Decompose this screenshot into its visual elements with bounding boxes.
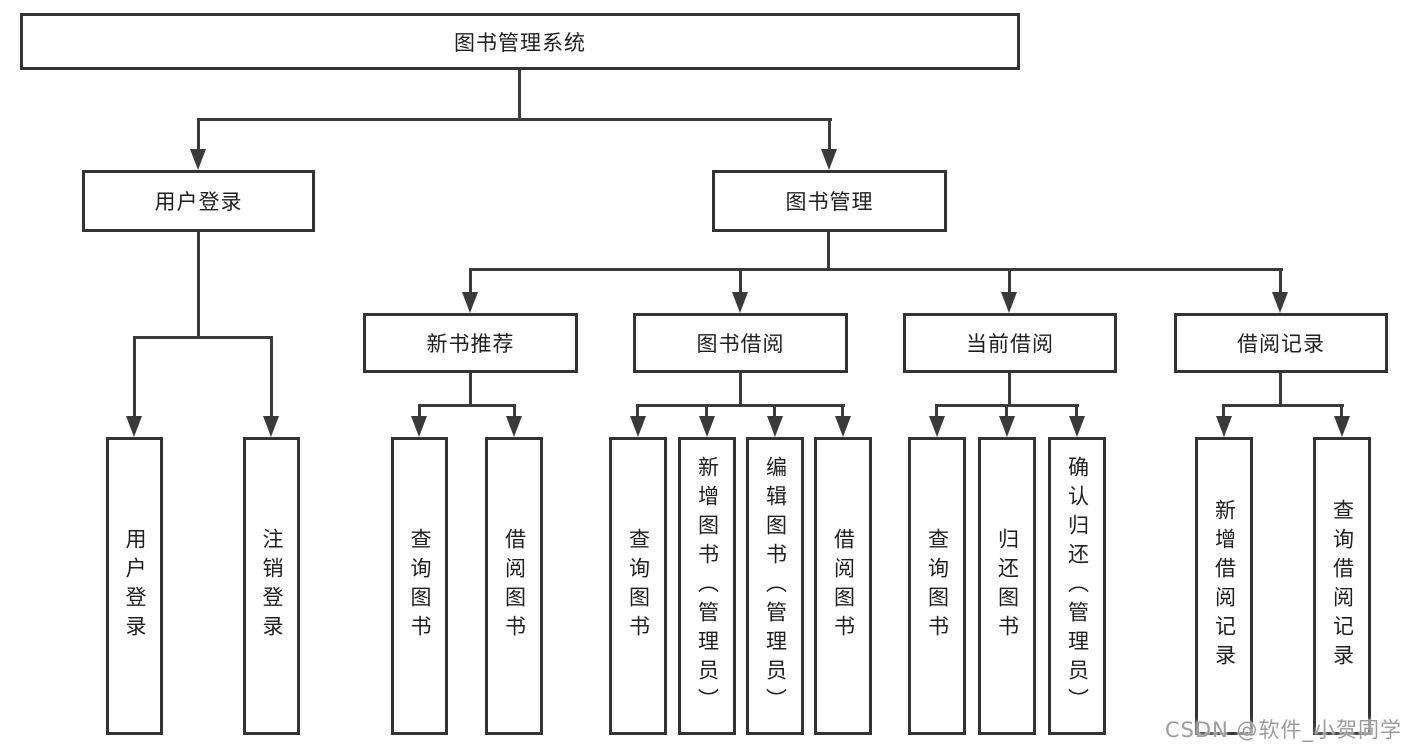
- connector-records-stem: [1279, 373, 1282, 406]
- arrowhead-nb-leaf1: [411, 416, 427, 437]
- connector-leaf-login-drop: [133, 336, 136, 418]
- node-root-label: 图书管理系统: [454, 30, 586, 55]
- leaf-user-login-label: 用户登录: [123, 528, 147, 644]
- node-new-book-recommend-label: 新书推荐: [426, 332, 515, 356]
- node-current-borrow: 当前借阅: [903, 313, 1117, 373]
- connector-nb-leaf1-drop: [418, 404, 421, 418]
- leaf-logout-label: 注销登录: [260, 528, 284, 644]
- connector-root-stem: [518, 70, 521, 118]
- connector-records-drop: [1279, 268, 1282, 294]
- connector-cb-leaf1-drop: [935, 404, 938, 418]
- leaf-bb-borrow-book-label: 借阅图书: [831, 528, 856, 644]
- connector-new-book-drop: [469, 268, 472, 294]
- arrowhead-cb-leaf3: [1069, 416, 1085, 437]
- leaf-cb-confirm-return-admin: 确认归还（管理员）: [1048, 437, 1106, 735]
- leaf-br-query-record-label: 查询借阅记录: [1330, 499, 1355, 673]
- connector-bb-leaf1-drop: [636, 404, 639, 418]
- connector-leaf-logout-drop: [270, 336, 273, 418]
- csdn-watermark: CSDN @软件_小贺同学: [1164, 718, 1402, 742]
- leaf-cb-return-book: 归还图书: [978, 437, 1036, 735]
- leaf-user-login: 用户登录: [106, 437, 163, 735]
- leaf-nb-borrow-book: 借阅图书: [485, 437, 543, 735]
- node-new-book-recommend: 新书推荐: [363, 313, 578, 373]
- leaf-nb-query-book-label: 查询图书: [408, 528, 432, 644]
- node-user-login: 用户登录: [82, 170, 315, 232]
- leaf-br-add-record-label: 新增借阅记录: [1212, 499, 1237, 673]
- leaf-br-add-record: 新增借阅记录: [1195, 437, 1253, 735]
- leaf-bb-edit-book-admin: 编辑图书（管理员）: [746, 437, 804, 735]
- leaf-bb-add-book-admin-label: 新增图书（管理员）: [695, 455, 720, 717]
- connector-borrow-stem: [739, 373, 742, 406]
- arrowhead-records: [1272, 292, 1288, 313]
- leaf-bb-add-book-admin: 新增图书（管理员）: [678, 437, 736, 735]
- leaf-cb-confirm-return-admin-label: 确认归还（管理员）: [1065, 455, 1090, 717]
- arrowhead-new-book: [462, 292, 478, 313]
- connector-user-login-drop: [197, 118, 200, 151]
- connector-borrow-drop: [739, 268, 742, 294]
- connector-book-mgmt-hbar: [469, 268, 1283, 271]
- arrowhead-bb-leaf2: [699, 416, 715, 437]
- arrowhead-br-leaf1: [1216, 416, 1232, 437]
- arrowhead-cb-leaf2: [999, 416, 1015, 437]
- arrowhead-cb-leaf1: [929, 416, 945, 437]
- node-book-borrow-label: 图书借阅: [696, 332, 785, 356]
- arrowhead-nb-leaf2: [506, 416, 522, 437]
- connector-book-mgmt-stem: [827, 232, 830, 270]
- connector-cb-leaf2-drop: [1005, 404, 1008, 418]
- connector-book-mgmt-drop: [828, 118, 831, 151]
- leaf-logout: 注销登录: [243, 437, 300, 735]
- arrowhead-bb-leaf4: [835, 416, 851, 437]
- connector-bb-leaf2-drop: [705, 404, 708, 418]
- arrowhead-current: [1001, 292, 1017, 313]
- connector-user-login-hbar: [133, 336, 273, 339]
- leaf-bb-borrow-book: 借阅图书: [814, 437, 872, 735]
- connector-br-leaf1-drop: [1222, 404, 1225, 418]
- arrowhead-leaf-login: [126, 416, 142, 437]
- node-borrow-records-label: 借阅记录: [1237, 332, 1325, 356]
- connector-root-hbar: [197, 118, 832, 121]
- node-book-management: 图书管理: [712, 170, 947, 232]
- connector-user-login-stem: [197, 232, 200, 336]
- leaf-cb-query-book: 查询图书: [908, 437, 966, 735]
- connector-bb-leaf3-drop: [773, 404, 776, 418]
- connector-br-leaf2-drop: [1340, 404, 1343, 418]
- connector-new-book-hbar: [418, 404, 516, 407]
- connector-borrow-hbar: [636, 404, 845, 407]
- arrowhead-bb-leaf1: [630, 416, 646, 437]
- leaf-br-query-record: 查询借阅记录: [1313, 437, 1371, 735]
- arrowhead-br-leaf2: [1334, 416, 1350, 437]
- arrowhead-borrow: [732, 292, 748, 313]
- leaf-nb-query-book: 查询图书: [391, 437, 448, 735]
- node-root: 图书管理系统: [20, 13, 1020, 70]
- connector-nb-leaf2-drop: [513, 404, 516, 418]
- connector-bb-leaf4-drop: [841, 404, 844, 418]
- arrowhead-book-mgmt: [821, 149, 837, 170]
- connector-current-stem: [1008, 373, 1011, 406]
- arrowhead-leaf-logout: [263, 416, 279, 437]
- leaf-bb-query-book: 查询图书: [609, 437, 667, 735]
- node-user-login-label: 用户登录: [154, 190, 243, 214]
- connector-records-hbar: [1222, 404, 1344, 407]
- leaf-bb-query-book-label: 查询图书: [626, 528, 651, 644]
- node-book-management-label: 图书管理: [785, 190, 874, 214]
- leaf-cb-query-book-label: 查询图书: [925, 528, 950, 644]
- arrowhead-user-login: [190, 149, 206, 170]
- connector-new-book-stem: [469, 373, 472, 406]
- leaf-nb-borrow-book-label: 借阅图书: [502, 528, 527, 644]
- node-book-borrow: 图书借阅: [633, 313, 848, 373]
- connector-cb-leaf3-drop: [1075, 404, 1078, 418]
- node-current-borrow-label: 当前借阅: [966, 332, 1054, 356]
- arrowhead-bb-leaf3: [767, 416, 783, 437]
- node-borrow-records: 借阅记录: [1174, 313, 1388, 373]
- leaf-bb-edit-book-admin-label: 编辑图书（管理员）: [763, 455, 788, 717]
- leaf-cb-return-book-label: 归还图书: [995, 528, 1020, 644]
- connector-current-drop: [1008, 268, 1011, 294]
